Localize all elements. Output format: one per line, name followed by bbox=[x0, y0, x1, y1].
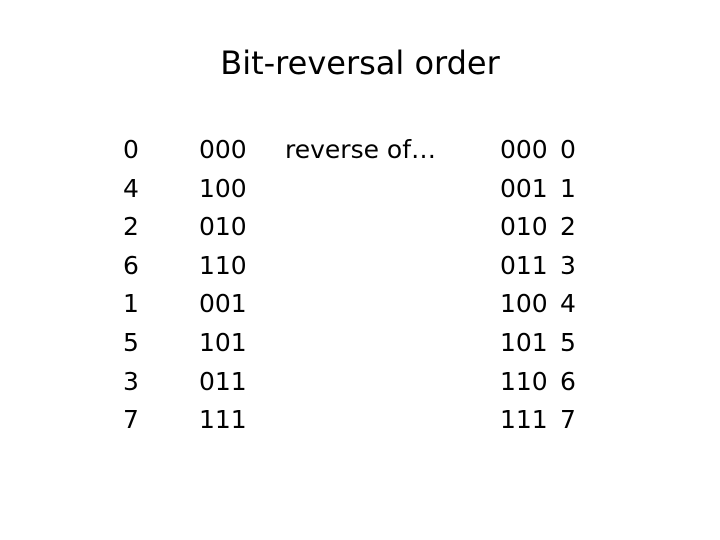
binary-value: 101 bbox=[199, 327, 247, 357]
table-row: 4 100 001 1 bbox=[123, 170, 603, 209]
bit-reversal-table: 0 000 reverse of… 000 0 4 100 001 1 2 01… bbox=[123, 131, 603, 440]
reversed-binary-value: 011 bbox=[500, 250, 548, 280]
reverse-of-label: reverse of… bbox=[285, 135, 437, 164]
decimal-value: 6 bbox=[123, 250, 139, 280]
table-row: 0 000 reverse of… 000 0 bbox=[123, 131, 603, 170]
reversed-decimal-value: 2 bbox=[560, 212, 576, 242]
table-row: 3 011 110 6 bbox=[123, 363, 603, 402]
page-title: Bit-reversal order bbox=[220, 44, 500, 82]
reversed-binary-value: 010 bbox=[500, 212, 548, 242]
reversed-decimal-value: 5 bbox=[560, 327, 576, 357]
reversed-decimal-value: 0 bbox=[560, 135, 576, 164]
binary-value: 011 bbox=[199, 366, 247, 396]
reversed-binary-value: 101 bbox=[500, 327, 548, 357]
reversed-binary-value: 000 bbox=[500, 135, 548, 164]
table-row: 6 110 011 3 bbox=[123, 247, 603, 286]
binary-value: 111 bbox=[199, 405, 247, 435]
binary-value: 110 bbox=[199, 250, 247, 280]
decimal-value: 0 bbox=[123, 135, 139, 164]
reversed-binary-value: 100 bbox=[500, 289, 548, 319]
decimal-value: 3 bbox=[123, 366, 139, 396]
table-row: 5 101 101 5 bbox=[123, 324, 603, 363]
decimal-value: 5 bbox=[123, 327, 139, 357]
reversed-decimal-value: 4 bbox=[560, 289, 576, 319]
binary-value: 001 bbox=[199, 289, 247, 319]
reversed-decimal-value: 6 bbox=[560, 366, 576, 396]
decimal-value: 2 bbox=[123, 212, 139, 242]
reversed-decimal-value: 1 bbox=[560, 173, 576, 203]
reversed-binary-value: 111 bbox=[500, 405, 548, 435]
binary-value: 000 bbox=[199, 135, 247, 164]
table-row: 7 111 111 7 bbox=[123, 401, 603, 440]
reversed-decimal-value: 3 bbox=[560, 250, 576, 280]
table-row: 2 010 010 2 bbox=[123, 208, 603, 247]
decimal-value: 7 bbox=[123, 405, 139, 435]
reversed-binary-value: 001 bbox=[500, 173, 548, 203]
binary-value: 010 bbox=[199, 212, 247, 242]
decimal-value: 1 bbox=[123, 289, 139, 319]
decimal-value: 4 bbox=[123, 173, 139, 203]
table-row: 1 001 100 4 bbox=[123, 285, 603, 324]
reversed-binary-value: 110 bbox=[500, 366, 548, 396]
reversed-decimal-value: 7 bbox=[560, 405, 576, 435]
binary-value: 100 bbox=[199, 173, 247, 203]
